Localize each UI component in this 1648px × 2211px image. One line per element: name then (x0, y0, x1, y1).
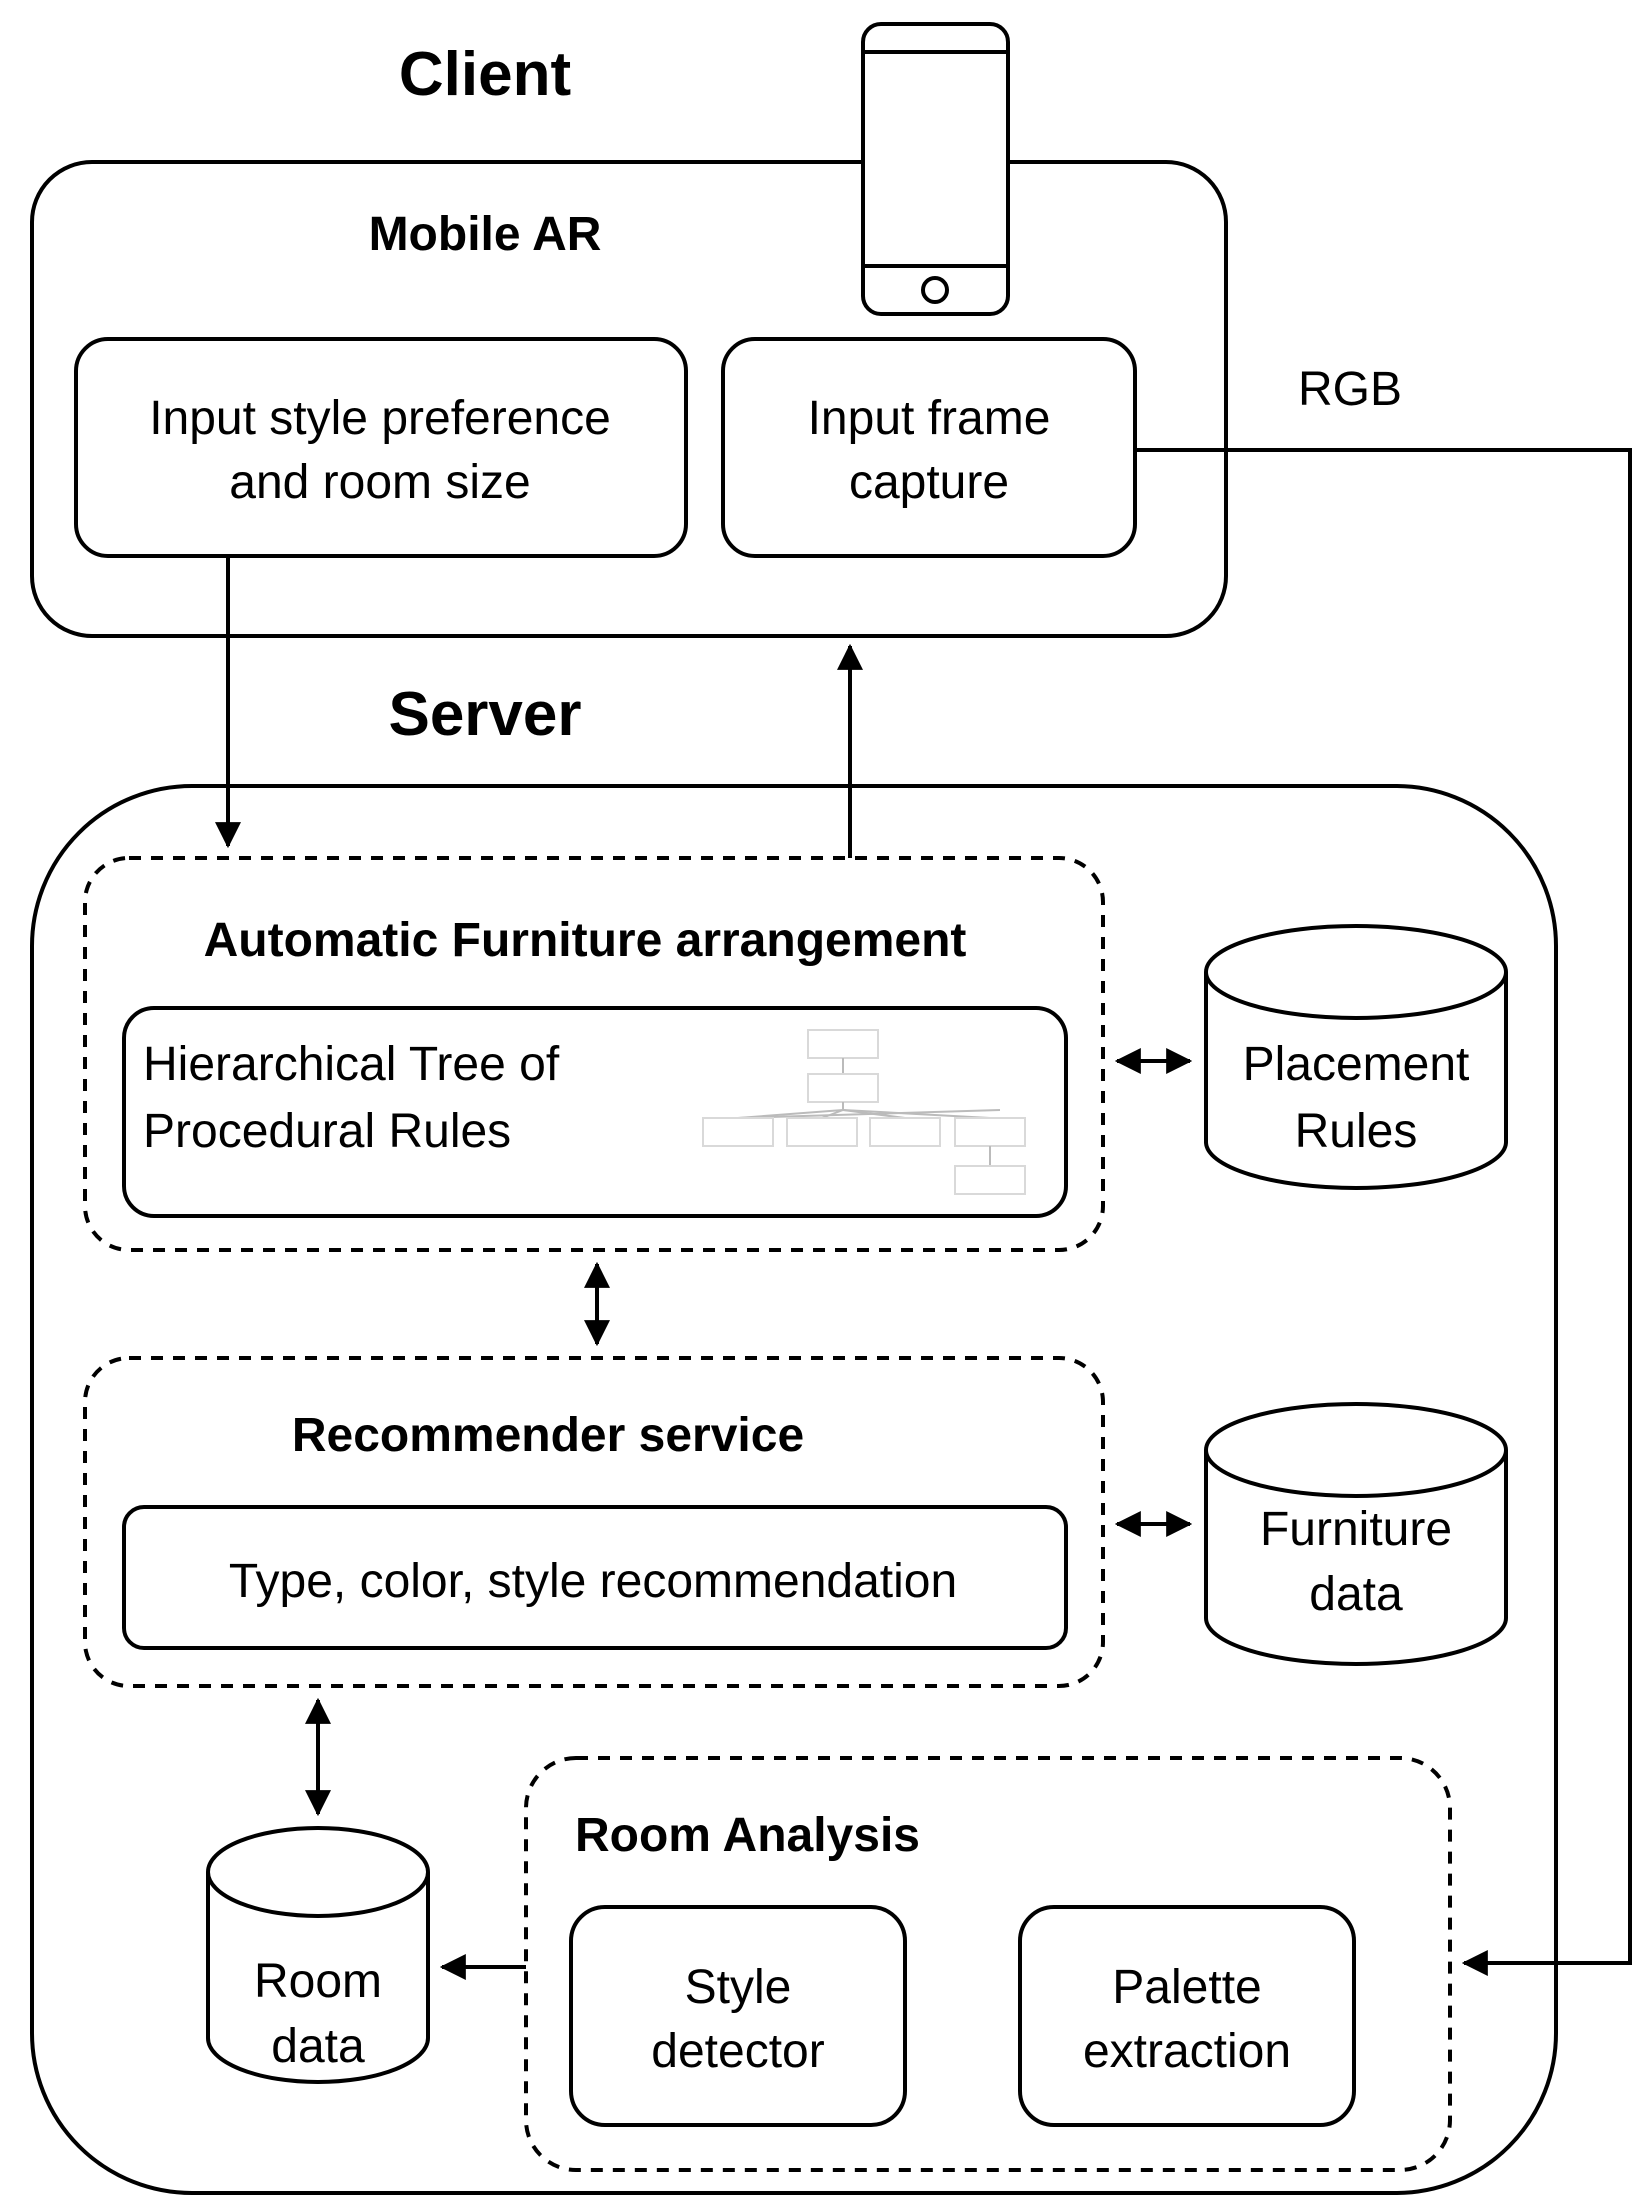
room-analysis-group (524, 1756, 1452, 2172)
smartphone-icon (861, 22, 1010, 316)
server-heading: Server (388, 680, 581, 749)
procedural-rules-tree-box (122, 1006, 1068, 1218)
palette-extraction-line1: Palette (1112, 1961, 1261, 2014)
input-style-preference-box (74, 337, 688, 558)
furniture-data-line2: data (1309, 1568, 1403, 1621)
palette-extraction-box (1018, 1905, 1356, 2127)
room-data-database (206, 1826, 430, 2084)
input-style-line2: and room size (229, 456, 530, 509)
server-container (30, 784, 1558, 2195)
furniture-arrangement-title: Automatic Furniture arrangement (204, 914, 967, 967)
style-detector-box (569, 1905, 907, 2127)
recommender-service-group (83, 1356, 1105, 1688)
type-color-style-box (122, 1505, 1068, 1650)
client-heading: Client (399, 40, 571, 109)
procedural-rules-line1: Hierarchical Tree of (143, 1038, 560, 1091)
type-color-style-label: Type, color, style recommendation (229, 1555, 957, 1608)
room-data-line2: data (271, 2020, 365, 2073)
furniture-data-line1: Furniture (1260, 1503, 1452, 1556)
placement-rules-line2: Rules (1295, 1105, 1418, 1158)
mobile-ar-title: Mobile AR (369, 208, 602, 261)
input-style-line1: Input style preference (149, 392, 611, 445)
room-data-line1: Room (254, 1955, 382, 2008)
placement-rules-line1: Placement (1243, 1038, 1470, 1091)
room-analysis-title: Room Analysis (575, 1809, 920, 1862)
style-detector-line2: detector (651, 2025, 824, 2078)
furniture-arrangement-group (83, 856, 1105, 1252)
recommender-service-title: Recommender service (292, 1409, 804, 1462)
placement-rules-database (1204, 924, 1508, 1190)
furniture-data-database (1204, 1402, 1508, 1666)
input-frame-line2: capture (849, 456, 1009, 509)
input-frame-line1: Input frame (808, 392, 1051, 445)
palette-extraction-line2: extraction (1083, 2025, 1291, 2078)
procedural-rules-line2: Procedural Rules (143, 1105, 511, 1158)
tree-thumbnail-icon (702, 1029, 1026, 1195)
input-frame-capture-box (721, 337, 1137, 558)
rgb-edge-label: RGB (1298, 363, 1402, 416)
style-detector-line1: Style (685, 1961, 792, 2014)
edge-rgb-to-room-analysis (1135, 448, 1632, 1976)
mobile-ar-container (30, 160, 1228, 638)
